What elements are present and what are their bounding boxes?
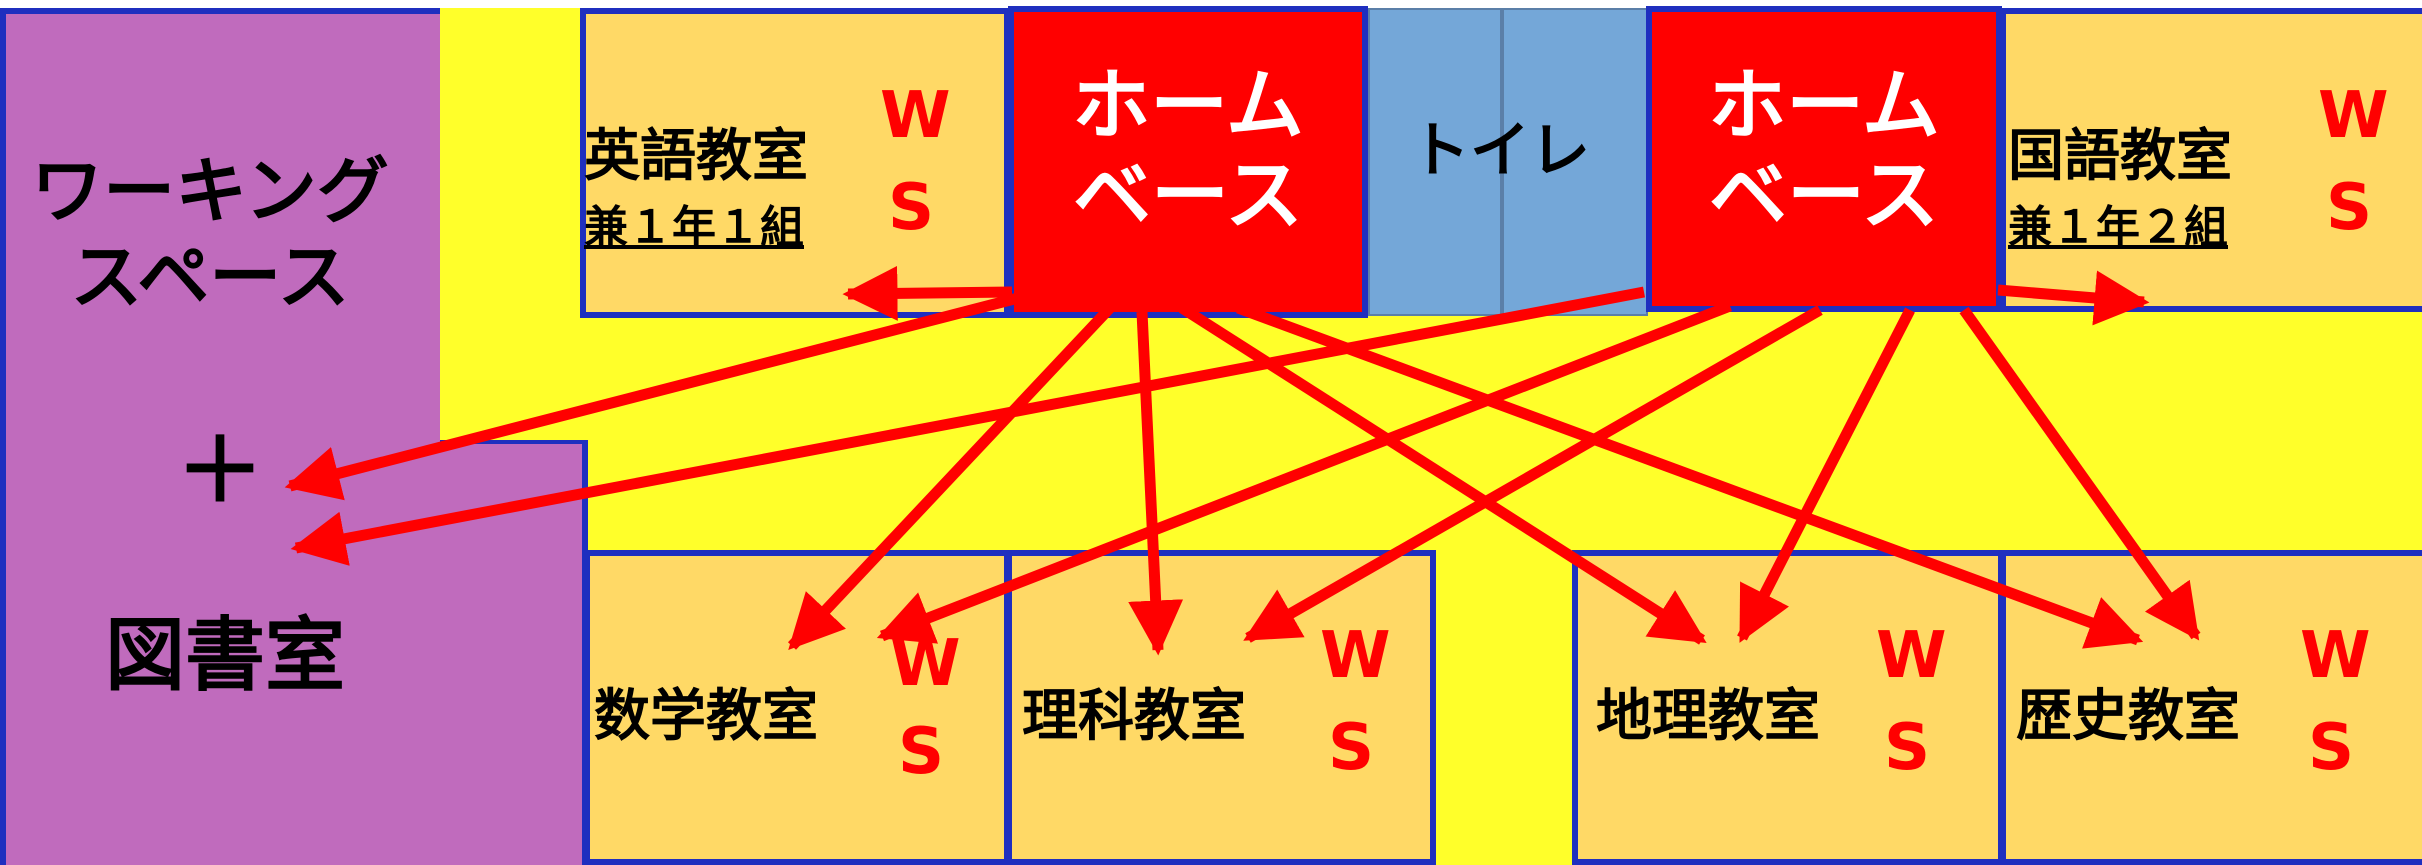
arrow-right-home-to-history	[1959, 306, 2201, 641]
arrow-left-home-to-working-space	[284, 292, 1020, 501]
ws-w-english: W	[880, 79, 951, 153]
home-base-right-label: ホーム ベース	[1646, 61, 2002, 241]
japanese-classroom	[2000, 8, 2422, 312]
home-base-right	[1646, 6, 2002, 312]
science-classroom-name: 理科教室	[1022, 684, 1246, 749]
english-classroom	[580, 8, 1010, 318]
ws-w-geography: W	[1876, 619, 1947, 693]
toilet-label: トイレ	[1410, 116, 1590, 186]
ws-s-math: S	[898, 715, 945, 789]
working-space-line2: スペース	[70, 235, 350, 320]
working-space-label: ワーキング スペース	[30, 148, 390, 321]
history-classroom-name: 歴史教室	[2016, 684, 2240, 749]
ws-w-japanese: W	[2318, 79, 2389, 153]
home-base-left	[1008, 6, 1368, 318]
arrow-left-home-to-english	[842, 265, 1013, 321]
arrow-right-home-to-science	[1243, 305, 1823, 643]
toilet-stall-left	[1368, 8, 1502, 316]
home-base-left-line1: ホーム	[1072, 61, 1304, 151]
arrow-right-home-to-geography	[1737, 307, 1915, 643]
ws-w-history: W	[2300, 619, 2371, 693]
math-classroom-name: 数学教室	[594, 684, 818, 749]
home-base-right-line1: ホーム	[1708, 61, 1940, 151]
arrow-right-home-to-japanese	[1997, 270, 2150, 326]
arrow-right-home-to-math	[876, 300, 1732, 644]
corridor-lower-middle	[1430, 540, 1580, 865]
arrow-left-home-to-geography	[1179, 303, 1707, 645]
japanese-classroom-name: 国語教室	[2008, 124, 2232, 189]
ws-s-science: S	[1328, 711, 1375, 785]
ws-s-english: S	[888, 171, 935, 245]
ws-w-science: W	[1320, 619, 1391, 693]
arrow-left-home-to-science	[1128, 311, 1184, 656]
geography-classroom-name: 地理教室	[1596, 684, 1820, 749]
english-classroom-name: 英語教室	[584, 124, 808, 189]
english-classroom-sub: 兼１年１組	[584, 202, 804, 253]
working-space-line1: ワーキング	[31, 149, 389, 233]
science-classroom	[1006, 550, 1436, 865]
history-classroom	[2000, 550, 2422, 865]
home-base-left-label: ホーム ベース	[1008, 61, 1368, 241]
home-base-left-line2: ベース	[1072, 150, 1304, 241]
arrow-right-home-to-library	[290, 286, 1646, 566]
ws-s-geography: S	[1884, 711, 1931, 785]
working-space-area	[0, 8, 440, 865]
ws-s-history: S	[2308, 711, 2355, 785]
home-base-right-line2: ベース	[1708, 150, 1940, 241]
library-label: 図書室	[105, 609, 345, 702]
plus-sign: ＋	[175, 419, 264, 522]
arrow-left-home-to-math	[787, 304, 1115, 651]
arrow-left-home-to-history	[1236, 302, 2144, 649]
ws-s-japanese: S	[2326, 171, 2373, 245]
japanese-classroom-sub: 兼１年２組	[2008, 202, 2228, 253]
toilet-stall-right	[1502, 8, 1648, 316]
